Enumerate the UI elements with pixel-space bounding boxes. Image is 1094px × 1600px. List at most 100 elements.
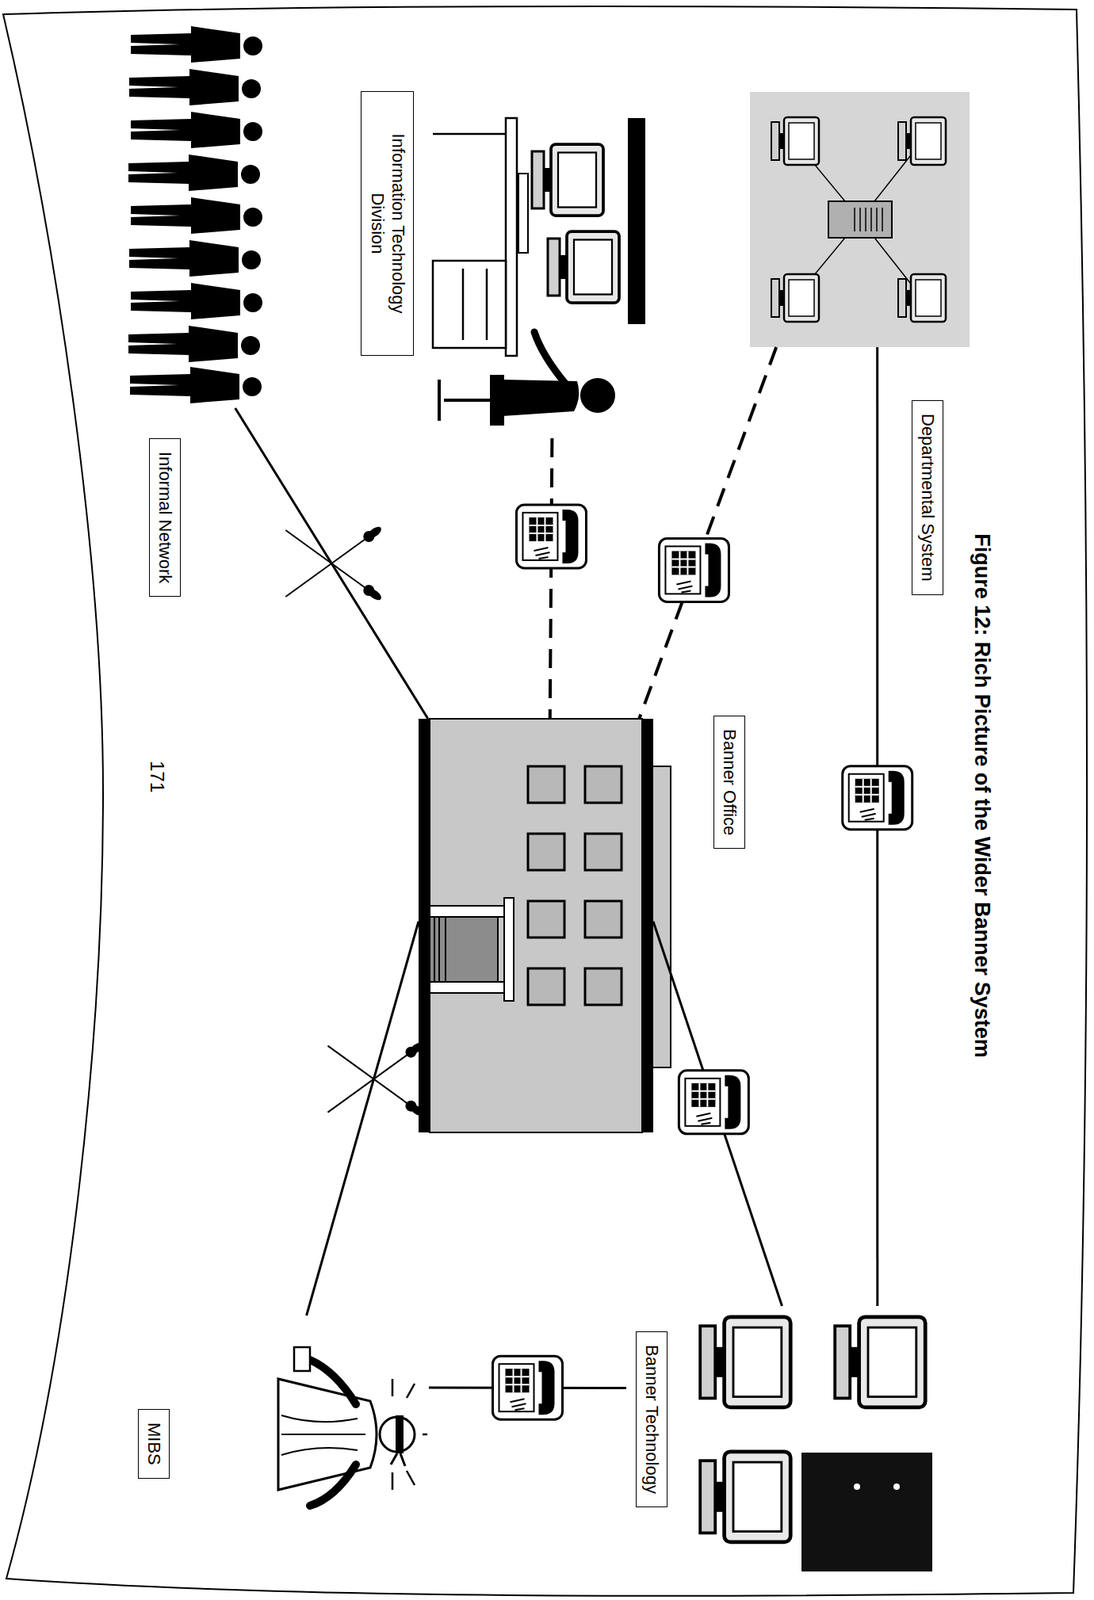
departmental-system-node: Departmental System (749, 91, 970, 348)
telephone-body (516, 504, 586, 569)
banner-office-building (585, 968, 622, 1006)
telephone-icon (842, 766, 913, 831)
telephone-base (849, 774, 884, 823)
mibs-figure (278, 1347, 428, 1507)
banner-technology-computers (700, 1452, 791, 1543)
it-division-label: Information Technology Division (360, 91, 414, 356)
telephone-handset (888, 771, 905, 826)
telephone-body (678, 1071, 749, 1135)
telephone-keys (528, 517, 553, 542)
boundary-outline (3, 6, 1087, 1597)
departmental-network (749, 91, 970, 348)
banner-technology-computers (801, 1453, 933, 1573)
banner-office-building (527, 766, 565, 804)
telephone-keys (505, 1369, 530, 1393)
telephone-base (684, 1078, 720, 1127)
telephone-handset (704, 543, 721, 597)
it-division-workstation (580, 378, 616, 414)
telephone-marks (510, 1399, 527, 1411)
departmental-system-label: Departmental System (911, 400, 944, 596)
crossed-swords-icon (285, 524, 383, 603)
banner-office-building (527, 833, 565, 871)
mibs-figure (309, 1360, 356, 1405)
sword-guard (405, 1047, 417, 1059)
informal-network-people (130, 26, 263, 63)
telephone-handset (539, 1361, 555, 1416)
sword-guard (363, 531, 375, 543)
banner-technology-computers (700, 1317, 933, 1573)
it-division-workstation (547, 231, 620, 303)
telephone-keys (691, 1083, 716, 1108)
banner-technology-label: Banner Technology (635, 1331, 668, 1508)
sword-blade (327, 1046, 420, 1114)
mibs-node: MIBS (275, 1315, 429, 1542)
banner-office-building (527, 901, 565, 938)
sword-guard (363, 585, 375, 597)
departmental-network (828, 201, 892, 238)
banner-office-building (504, 898, 514, 1002)
banner-office-building (527, 968, 565, 1006)
informal-network-people (128, 26, 263, 404)
telephone-icon (493, 1356, 563, 1420)
banner-office-building (585, 901, 622, 938)
page-number: 171 (145, 761, 169, 793)
banner-technology-node: Banner Technology (626, 1306, 945, 1580)
telephone-marks (696, 1113, 712, 1125)
departmental-network (854, 207, 883, 232)
telephone-icon (516, 504, 586, 569)
banner-technology-computers (893, 1484, 900, 1491)
banner-office-building (585, 766, 622, 804)
dashed-connector (550, 438, 553, 720)
solid-connector (306, 921, 419, 1316)
it-division-workstation (518, 173, 528, 253)
informal-network-people (130, 111, 263, 149)
informal-network-people (129, 68, 261, 106)
sword-blade (285, 530, 378, 597)
connector-group (235, 347, 878, 1389)
departmental-network (771, 117, 819, 165)
telephone-marks (676, 581, 693, 593)
telephone-handset (562, 509, 578, 564)
it-division-node: Information Technology Division (423, 102, 654, 439)
banner-office-label: Banner Office (713, 715, 746, 850)
mibs-figure (294, 1347, 310, 1372)
dashed-connector (638, 347, 777, 720)
banner-office-building (429, 982, 505, 994)
it-division-workstation (432, 118, 646, 425)
telephone-base (665, 546, 701, 594)
it-division-workstation (531, 144, 604, 216)
banner-office-building (434, 917, 446, 983)
banner-office-building (429, 917, 498, 983)
telephone-base (522, 512, 558, 561)
banner-technology-computers (700, 1317, 791, 1408)
it-division-workstation (534, 332, 567, 385)
mibs-figure (390, 1453, 406, 1467)
telephone-icon (658, 538, 729, 602)
informal-network-people (128, 154, 261, 192)
figure-title: Figure 12: Rich Picture of the Wider Ban… (969, 320, 995, 1272)
departmental-network (898, 274, 946, 322)
banner-technology-computers (853, 1484, 861, 1491)
informal-network-people (130, 367, 262, 404)
telephone-keypad (671, 550, 696, 575)
telephone-keypad (855, 779, 880, 804)
banner-office-building (418, 719, 671, 1133)
it-division-workstation (432, 260, 506, 349)
banner-office-building (585, 833, 622, 871)
banner-office-building (429, 906, 505, 918)
mibs-label: MIBS (137, 1409, 170, 1480)
informal-network-label: Informal Network (149, 438, 181, 597)
telephone-base (499, 1364, 535, 1412)
banner-office-building (418, 719, 430, 1133)
solid-connector (653, 921, 782, 1307)
mibs-figure (278, 1379, 377, 1491)
telephone-icon (678, 1071, 749, 1135)
mibs-figure (395, 1415, 404, 1454)
departmental-network (749, 91, 970, 348)
telephone-body (493, 1356, 563, 1420)
telephone-keypad (691, 1083, 716, 1108)
it-division-workstation (627, 118, 646, 325)
